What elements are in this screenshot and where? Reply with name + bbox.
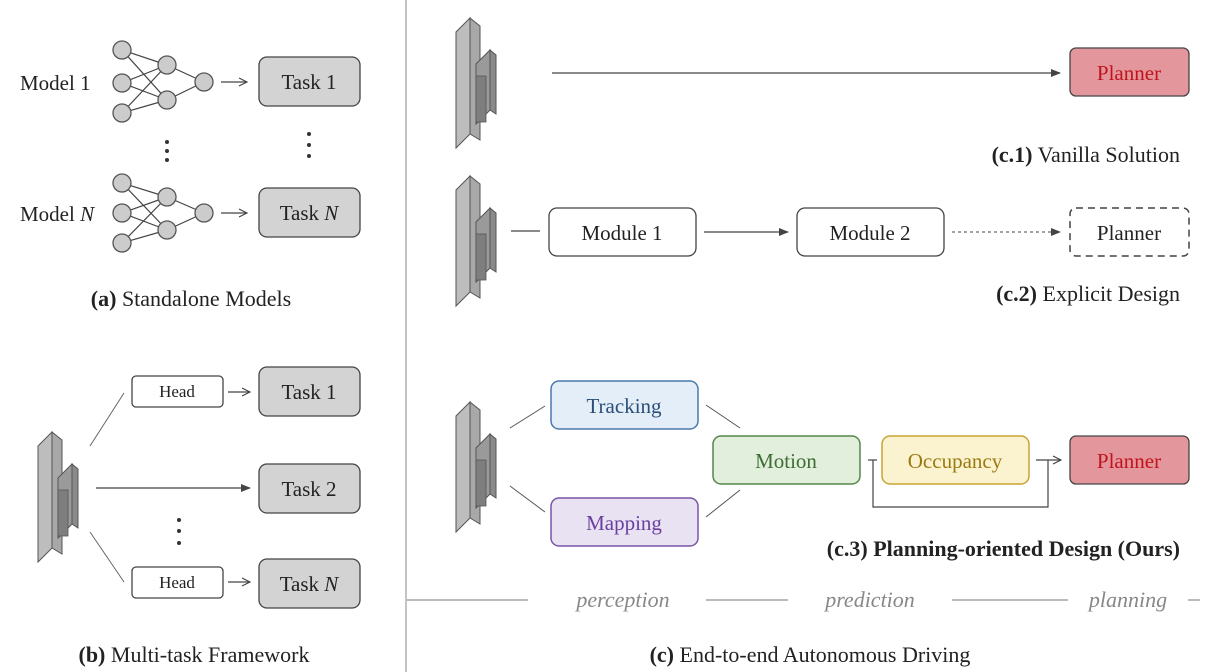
caption-b: (b) Multi-task Framework [79, 642, 310, 667]
tracking-label: Tracking [586, 394, 662, 418]
planner-box-c2-dashed [1069, 207, 1190, 257]
b-task-1-box [258, 366, 361, 417]
neural-net-icon-model-n [112, 173, 214, 253]
backbone-icon-c3 [455, 401, 497, 533]
occupancy-box [881, 435, 1030, 485]
b-task-1-label: Task 1 [281, 380, 336, 404]
model-1-label: Model 1 [20, 71, 91, 95]
task-n-label: Task N [280, 201, 340, 225]
backbone-icon-b [37, 431, 79, 563]
line-backbone-mapping [509, 485, 546, 513]
panel-b: Head Task 1 Task 2 Head Task N (b) Multi… [37, 366, 361, 667]
stage-planning: planning [1087, 587, 1167, 612]
module-1-label: Module 1 [581, 221, 662, 245]
module-2-box [796, 207, 945, 257]
b-task-2-label: Task 2 [281, 477, 336, 501]
stage-axis: perception prediction planning [407, 587, 1200, 612]
ellipsis-models [165, 140, 169, 162]
backbone-icon-c1 [455, 17, 497, 149]
caption-c: (c) End-to-end Autonomous Driving [650, 642, 971, 667]
panel-a: Model 1 Task 1 [20, 40, 361, 311]
module-2-label: Module 2 [829, 221, 910, 245]
task-1-box [258, 56, 361, 107]
caption-c1: (c.1) Vanilla Solution [992, 142, 1180, 167]
line-backbone-head-1 [89, 392, 125, 447]
task-n-box [258, 187, 361, 238]
b-task-2-box [258, 463, 361, 514]
planner-label-c3: Planner [1097, 449, 1161, 473]
b-task-n-box [258, 558, 361, 609]
head-n-box [131, 566, 224, 599]
ellipsis-tasks [307, 132, 311, 158]
head-1-box [131, 375, 224, 408]
motion-label: Motion [755, 449, 817, 473]
caption-a: (a) Standalone Models [91, 286, 291, 311]
stage-perception: perception [574, 587, 669, 612]
model-n-label: Model N [20, 202, 95, 226]
task-1-label: Task 1 [281, 70, 336, 94]
planner-label-c1: Planner [1097, 61, 1161, 85]
module-1-box [548, 207, 697, 257]
motion-box [712, 435, 861, 485]
line-mapping-motion [705, 489, 741, 518]
panel-c2: Module 1 Module 2 Planner (c.2) Explicit… [455, 175, 1190, 307]
backbone-icon-c2 [455, 175, 497, 307]
head-n-label: Head [159, 573, 195, 592]
head-1-label: Head [159, 382, 195, 401]
stage-prediction: prediction [823, 587, 915, 612]
mapping-label: Mapping [586, 511, 662, 535]
ellipsis-heads [177, 518, 181, 545]
neural-net-icon-model-1 [112, 40, 214, 123]
occupancy-label: Occupancy [908, 449, 1003, 473]
planner-box-c1 [1069, 47, 1190, 97]
panel-c1: Planner (c.1) Vanilla Solution [455, 17, 1190, 167]
mapping-box [550, 497, 699, 547]
line-backbone-head-n [89, 531, 125, 583]
caption-c3: (c.3) Planning-oriented Design (Ours) [827, 536, 1180, 561]
planner-box-c3 [1069, 435, 1190, 485]
b-task-n-label: Task N [280, 572, 340, 596]
line-backbone-tracking [509, 405, 546, 429]
tracking-box [550, 380, 699, 430]
panel-c3: Tracking Mapping Motion Occupancy Planne… [455, 380, 1190, 561]
line-tracking-motion [705, 404, 741, 429]
caption-c2: (c.2) Explicit Design [996, 281, 1180, 306]
bypass-motion-planner [872, 460, 1049, 508]
planner-label-c2: Planner [1097, 221, 1161, 245]
